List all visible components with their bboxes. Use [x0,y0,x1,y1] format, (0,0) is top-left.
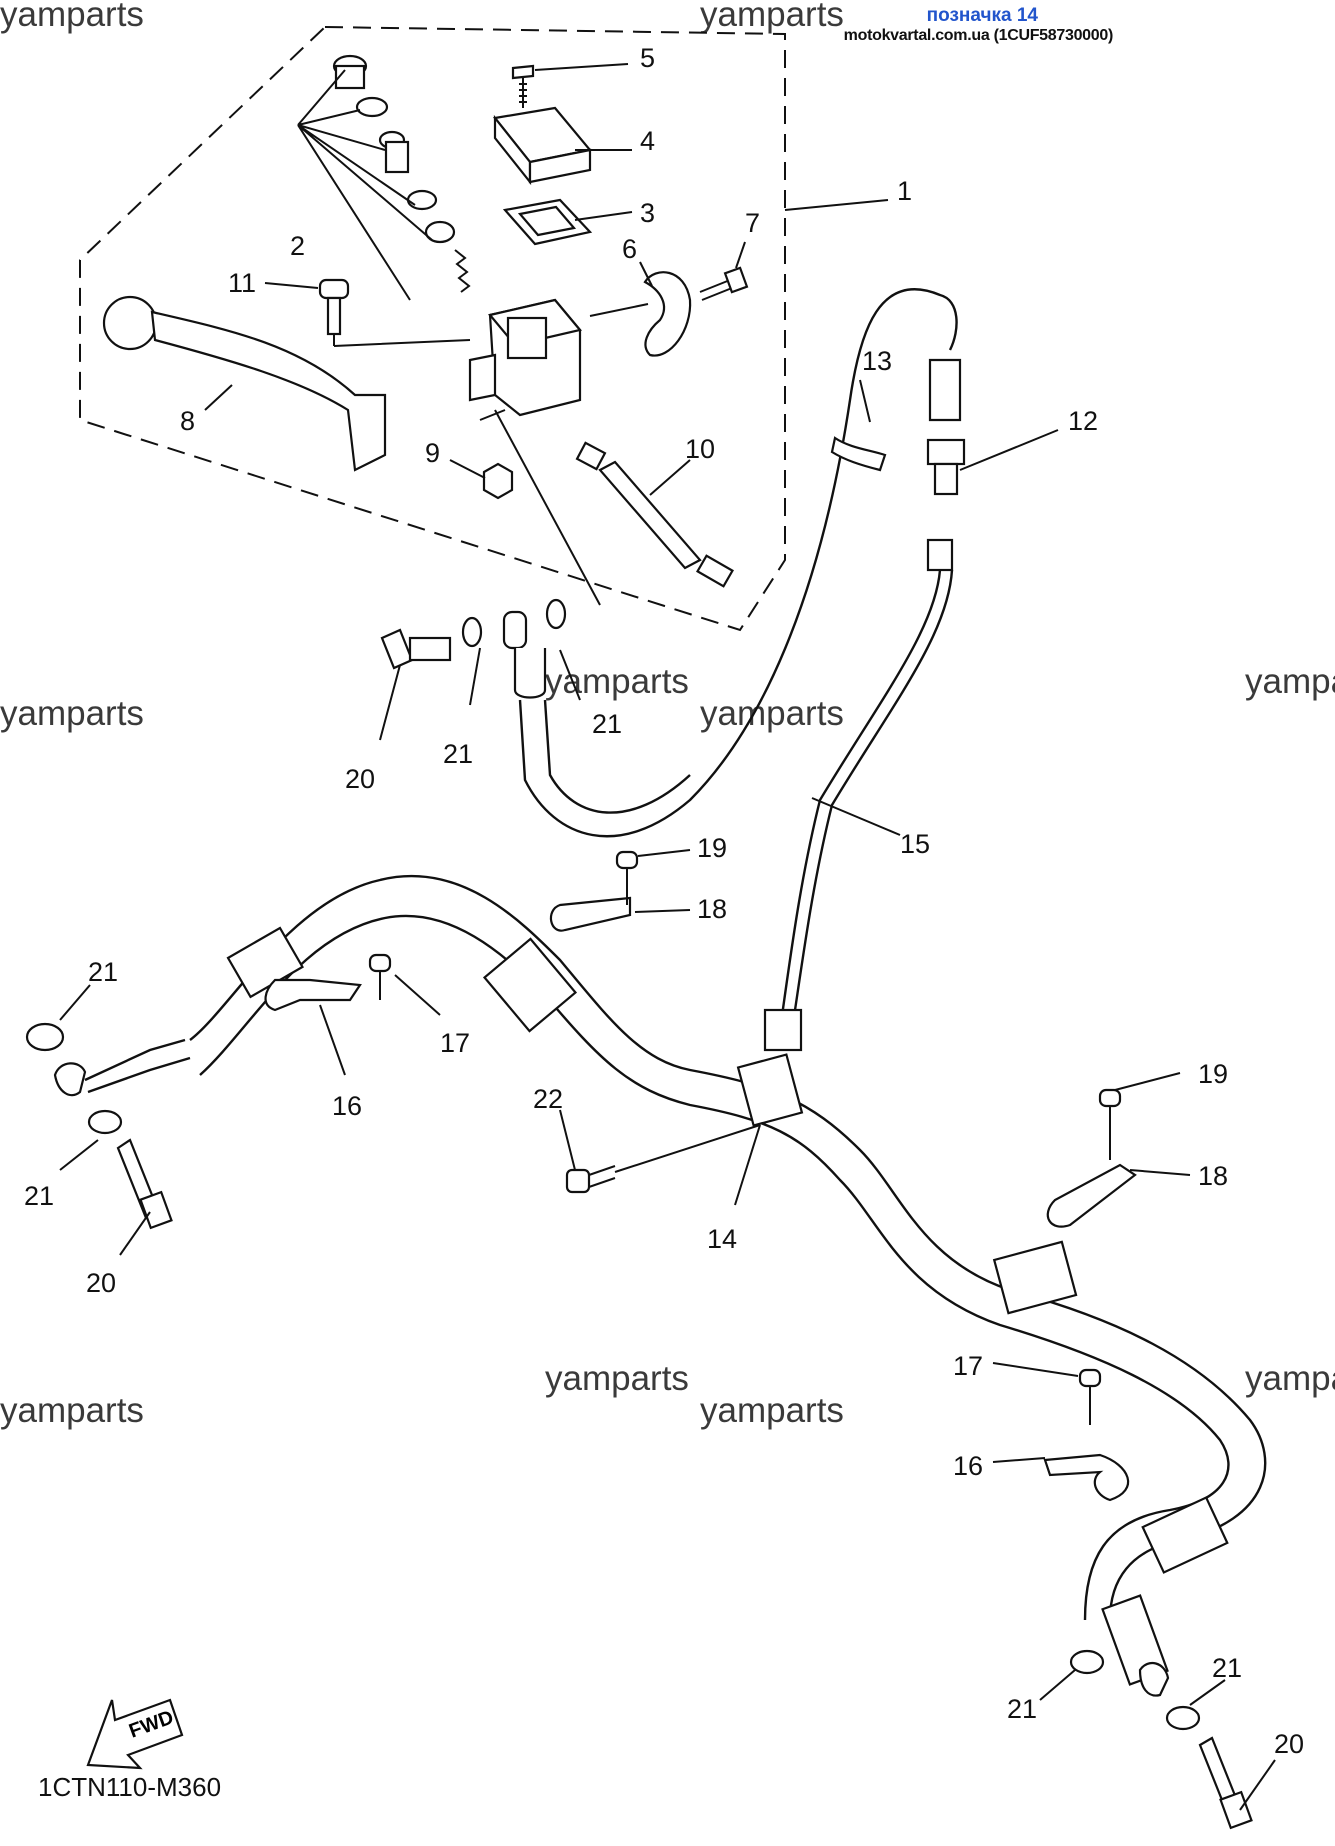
callout-5: 5 [640,43,655,73]
callout-17b: 17 [953,1351,983,1381]
header-tag: позначка 14 [926,5,1038,26]
callout-20c: 20 [1274,1729,1304,1759]
callout-9: 9 [425,438,440,468]
watermark: yamparts [545,662,689,701]
upper-banjo-group [380,288,958,838]
callout-15: 15 [900,829,930,859]
callout-3: 3 [640,198,655,228]
callouts: 5 4 1 3 7 6 2 11 13 12 8 9 10 20 21 21 1… [24,43,1304,1759]
callout-21a: 21 [443,739,473,769]
callout-21b: 21 [592,709,622,739]
clamp-parts [264,850,1137,1502]
brake-line-group [763,358,966,1052]
watermark: yamparts [700,694,844,733]
callout-1: 1 [897,176,912,206]
left-banjo-group [25,1022,191,1230]
main-hose-group [189,874,1267,1686]
callout-2: 2 [290,231,305,261]
callout-22: 22 [533,1084,563,1114]
watermarks: yamparts yamparts yamparts yamparts yamp… [0,0,1335,1430]
callout-7: 7 [745,208,760,238]
callout-16a: 16 [332,1091,362,1121]
watermark: yamparts [0,0,144,34]
right-banjo-group [1069,1649,1253,1830]
piston-kit-parts [297,54,471,301]
watermark: yamparts [0,1391,144,1430]
callout-21d: 21 [24,1181,54,1211]
callout-6: 6 [622,234,637,264]
watermark: yamparts [1245,662,1335,701]
callout-8: 8 [180,406,195,436]
watermark: yamparts [0,694,144,733]
watermark: yamparts [700,0,844,34]
callout-16b: 16 [953,1451,983,1481]
callout-14: 14 [707,1224,737,1254]
callout-12: 12 [1068,406,1098,436]
watermark: yamparts [700,1391,844,1430]
callout-19b: 19 [1198,1059,1228,1089]
callout-11: 11 [228,268,256,298]
diagram-code: 1CTN110-M360 [38,1772,222,1802]
callout-13: 13 [862,346,892,376]
leader-lines [59,63,1276,1811]
callout-10: 10 [685,434,715,464]
callout-4: 4 [640,126,655,156]
callout-17a: 17 [440,1028,470,1058]
callout-20b: 20 [86,1268,116,1298]
assembly-boundary [79,25,786,632]
watermark: yamparts [1245,1359,1335,1398]
callout-18b: 18 [1198,1161,1228,1191]
watermark: yamparts [545,1359,689,1398]
callout-18a: 18 [697,894,727,924]
header-source: motokvartal.com.ua (1CUF58730000) [843,27,1114,44]
callout-21c: 21 [88,957,118,987]
callout-21f: 21 [1007,1694,1037,1724]
callout-19a: 19 [697,833,727,863]
callout-20a: 20 [345,764,375,794]
fwd-arrow: FWD [86,1698,184,1770]
master-cylinder-group [102,54,749,606]
callout-21e: 21 [1212,1653,1242,1683]
